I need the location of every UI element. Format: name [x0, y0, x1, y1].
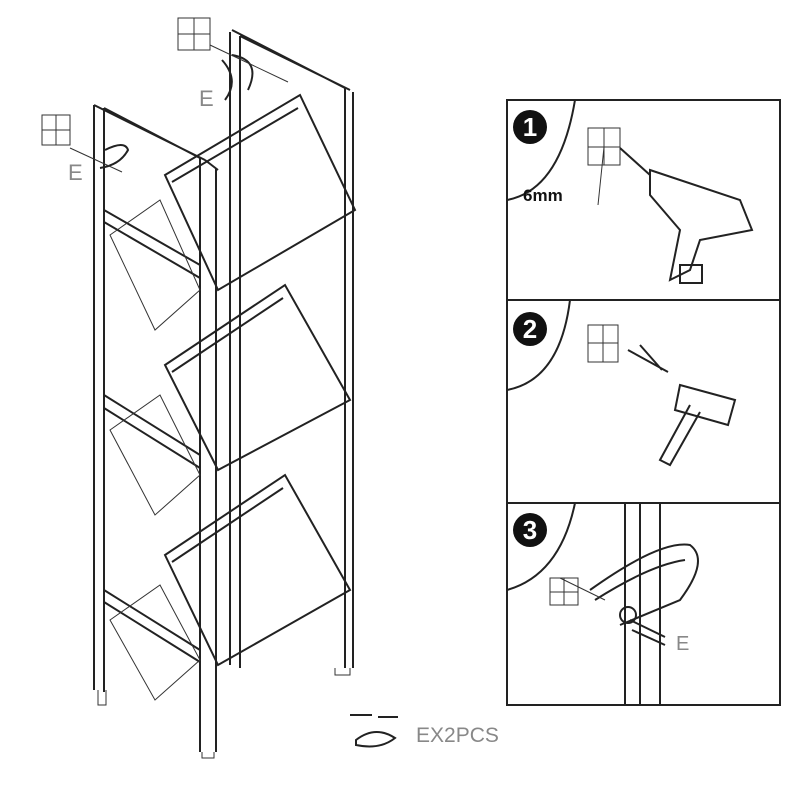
step-3-badge: 3 — [513, 513, 547, 547]
step-2-badge: 2 — [513, 312, 547, 346]
bookshelf-drawing — [41, 17, 357, 759]
parts-quantity-label: EX2PCS — [416, 724, 499, 747]
step-1-badge: 1 — [513, 110, 547, 144]
label-e-step3: E — [676, 633, 690, 655]
drill-size-label: 6mm — [523, 186, 563, 205]
parts-icons — [350, 714, 398, 748]
label-e-top: E — [199, 86, 214, 111]
label-e-left: E — [68, 160, 83, 185]
steps-frame — [506, 99, 781, 706]
instruction-panels — [506, 99, 781, 706]
